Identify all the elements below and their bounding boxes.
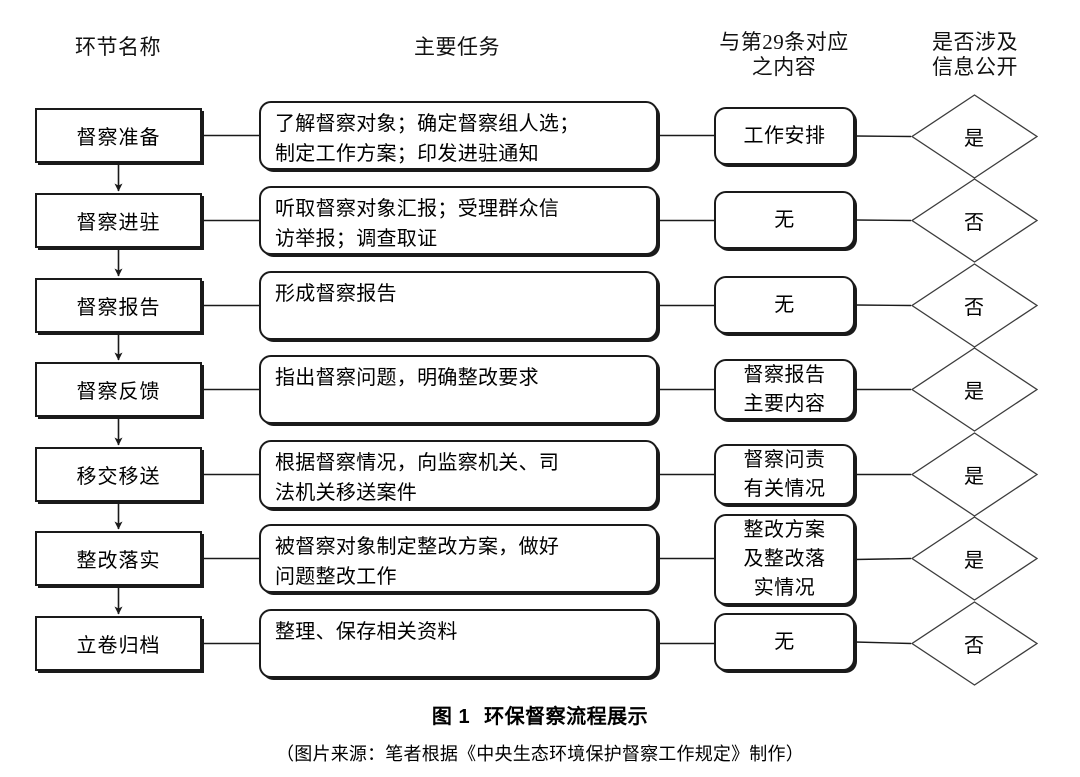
disclosure-diamond-6[interactable]: 是 [911, 516, 1038, 601]
column-header-article29: 与第29条对应 之内容 [719, 30, 849, 79]
article29-box-1[interactable]: 工作安排 [714, 107, 855, 165]
disclosure-label: 是 [964, 128, 985, 150]
disclosure-label: 否 [964, 297, 985, 319]
task-box-5[interactable]: 根据督察情况，向监察机关、司 法机关移送案件 [259, 440, 658, 509]
column-header-disclosure: 是否涉及 信息公开 [932, 30, 1018, 79]
article29-box-2[interactable]: 无 [714, 191, 855, 249]
article29-box-5[interactable]: 督察问责 有关情况 [714, 444, 855, 505]
stage-box-7[interactable]: 立卷归档 [35, 616, 202, 671]
column-header-stage: 环节名称 [75, 35, 161, 59]
disclosure-diamond-4[interactable]: 是 [911, 347, 1038, 432]
disclosure-diamond-1[interactable]: 是 [911, 94, 1038, 179]
stage-label: 督察进驻 [76, 212, 161, 234]
disclosure-diamond-5[interactable]: 是 [911, 432, 1038, 517]
task-box-2[interactable]: 听取督察对象汇报；受理群众信 访举报；调查取证 [259, 186, 658, 255]
disclosure-label: 否 [964, 212, 985, 234]
disclosure-label: 是 [964, 550, 985, 572]
stage-label: 整改落实 [76, 550, 161, 572]
article29-box-3[interactable]: 无 [714, 276, 855, 334]
task-box-7[interactable]: 整理、保存相关资料 [259, 609, 658, 678]
stage-label: 督察准备 [76, 127, 161, 149]
figure-caption: 图 1 环保督察流程展示 [0, 700, 1080, 729]
disclosure-label: 否 [964, 635, 985, 657]
article29-box-4[interactable]: 督察报告 主要内容 [714, 359, 855, 420]
disclosure-diamond-2[interactable]: 否 [911, 178, 1038, 263]
disclosure-label: 是 [964, 466, 985, 488]
stage-box-6[interactable]: 整改落实 [35, 531, 202, 586]
disclosure-label: 是 [964, 381, 985, 403]
stage-box-4[interactable]: 督察反馈 [35, 362, 202, 417]
disclosure-diamond-7[interactable]: 否 [911, 601, 1038, 686]
article29-box-7[interactable]: 无 [714, 613, 855, 671]
stage-box-1[interactable]: 督察准备 [35, 108, 202, 163]
figure-title: 环保督察流程展示 [484, 706, 649, 728]
task-box-1[interactable]: 了解督察对象；确定督察组人选； 制定工作方案；印发进驻通知 [259, 101, 658, 170]
task-box-3[interactable]: 形成督察报告 [259, 271, 658, 340]
stage-box-3[interactable]: 督察报告 [35, 278, 202, 333]
task-box-6[interactable]: 被督察对象制定整改方案，做好 问题整改工作 [259, 524, 658, 593]
column-header-task: 主要任务 [414, 35, 500, 59]
article29-box-6[interactable]: 整改方案 及整改落 实情况 [714, 514, 855, 605]
stage-box-5[interactable]: 移交移送 [35, 447, 202, 502]
task-box-4[interactable]: 指出督察问题，明确整改要求 [259, 355, 658, 424]
stage-box-2[interactable]: 督察进驻 [35, 193, 202, 248]
stage-label: 督察报告 [76, 297, 161, 319]
figure-source-note: （图片来源：笔者根据《中央生态环境保护督察工作规定》制作） [276, 744, 804, 764]
stage-label: 立卷归档 [76, 635, 161, 657]
figure-number: 图 1 [431, 706, 471, 728]
stage-label: 移交移送 [76, 466, 161, 488]
disclosure-diamond-3[interactable]: 否 [911, 263, 1038, 348]
stage-label: 督察反馈 [76, 381, 161, 403]
